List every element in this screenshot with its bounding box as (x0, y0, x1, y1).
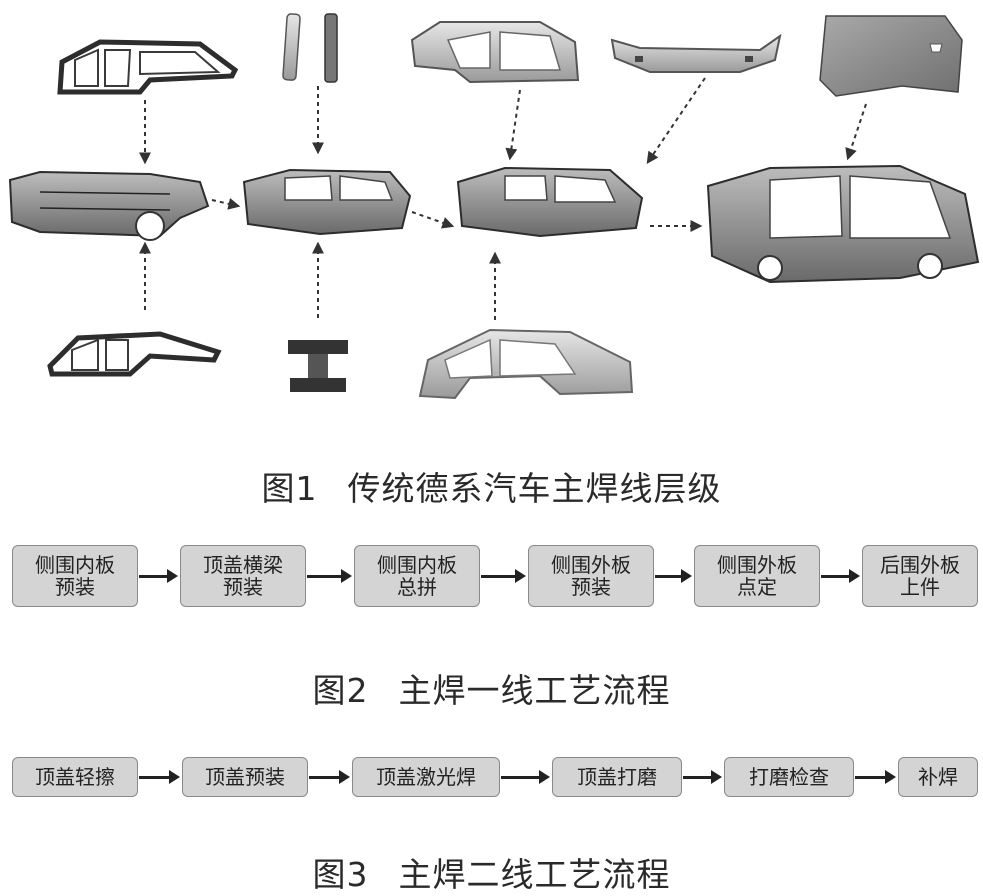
fig2-arrow-3 (481, 569, 526, 583)
fig2-step-6: 后围外板 上件 (862, 545, 978, 607)
fig3-step-4: 顶盖打磨 (552, 757, 682, 797)
inner-side-panel-top (57, 39, 239, 95)
fig2-step-4: 侧围外板 预装 (528, 545, 654, 607)
fig3-step-2: 顶盖预装 (182, 757, 308, 797)
outer-side-panel-top (410, 21, 580, 84)
figure2-title: 主焊一线工艺流程 (398, 671, 671, 710)
figure3-title: 主焊二线工艺流程 (398, 855, 671, 894)
fig3-arrow-5 (855, 770, 896, 784)
fig2-step-2: 顶盖横梁 预装 (180, 545, 306, 607)
figure1-number: 图1 (261, 469, 318, 508)
fig3-arrow-3 (501, 770, 550, 784)
body-stage-1 (242, 168, 412, 236)
fig2-step-1: 侧围内板 预装 (12, 545, 138, 607)
fig3-step-6: 补焊 (898, 757, 978, 797)
inner-side-panel-bottom (47, 331, 222, 377)
fig3-step-1: 顶盖轻擦 (12, 757, 138, 797)
outer-side-panel-bottom (418, 328, 634, 400)
body-hierarchy-diagram (8, 13, 980, 400)
figure1-caption: 图1 传统德系汽车主焊线层级 (0, 462, 983, 510)
fig3-step-3: 顶盖激光焊 (352, 757, 500, 797)
fig2-arrow-4 (655, 569, 692, 583)
underbody-assembly (8, 170, 210, 241)
body-stage-2 (456, 166, 644, 238)
fig3-step-5: 打磨检查 (724, 757, 854, 797)
fig2-arrow-5 (821, 569, 860, 583)
hierarchy-arrows (139, 77, 867, 320)
figure3-caption: 图3 主焊二线工艺流程 (0, 848, 983, 896)
rear-cross-member (288, 340, 348, 392)
fig3-arrow-2 (309, 770, 350, 784)
fig2-arrow-1 (139, 569, 178, 583)
fig3-arrow-1 (139, 770, 180, 784)
complete-body-in-white (706, 164, 980, 284)
roof-panel (819, 15, 963, 97)
figure2-number: 图2 (312, 671, 369, 710)
figure3-number: 图3 (312, 855, 369, 894)
roof-cross-beam (610, 33, 782, 73)
fig2-step-3: 侧围内板 总拼 (354, 545, 480, 607)
fig3-arrow-4 (683, 770, 722, 784)
fig2-step-5: 侧围外板 点定 (694, 545, 820, 607)
figure2-caption: 图2 主焊一线工艺流程 (0, 664, 983, 712)
pillar-reinforcements (282, 13, 338, 83)
figure1-title: 传统德系汽车主焊线层级 (347, 469, 722, 508)
fig2-arrow-2 (307, 569, 352, 583)
